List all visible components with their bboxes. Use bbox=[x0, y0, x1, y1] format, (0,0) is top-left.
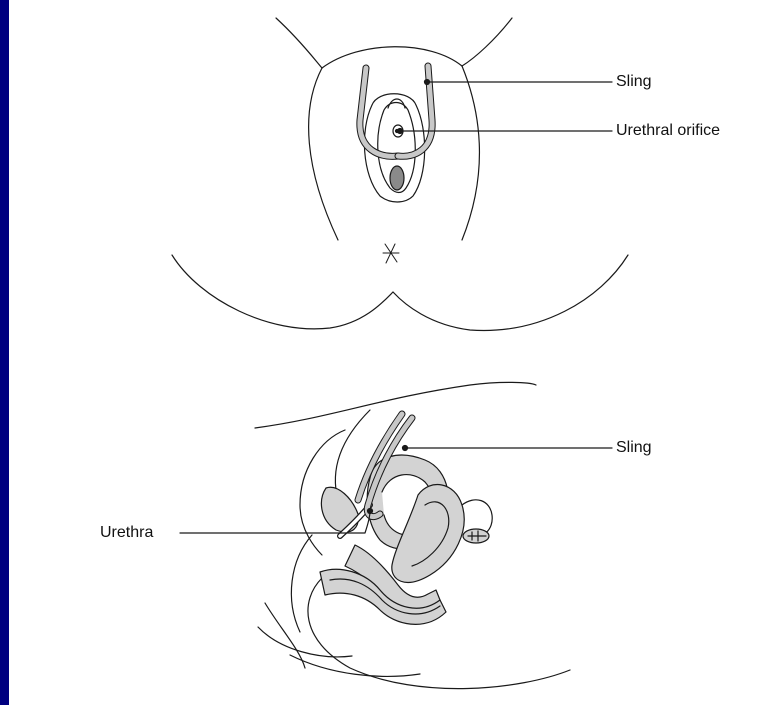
leg-lower-1 bbox=[258, 627, 352, 657]
perineal-view bbox=[172, 18, 628, 330]
left-buttock bbox=[172, 255, 393, 329]
leg-lower-2 bbox=[290, 655, 420, 676]
buttock-lower bbox=[308, 578, 570, 689]
vaginal-opening bbox=[390, 166, 404, 190]
sagittal-view bbox=[180, 382, 612, 688]
inner-thigh bbox=[265, 603, 305, 668]
right-buttock bbox=[393, 255, 628, 330]
anus bbox=[383, 244, 399, 263]
mons-curve bbox=[322, 47, 462, 68]
label-sling-side: Sling bbox=[616, 439, 652, 457]
label-urethral-orifice: Urethral orifice bbox=[616, 122, 720, 140]
upper-contour-right bbox=[462, 18, 512, 66]
left-thigh bbox=[309, 68, 338, 240]
upper-contour-left bbox=[276, 18, 322, 68]
right-thigh bbox=[462, 66, 479, 240]
label-sling-top: Sling bbox=[616, 73, 652, 91]
label-urethra: Urethra bbox=[100, 524, 153, 542]
